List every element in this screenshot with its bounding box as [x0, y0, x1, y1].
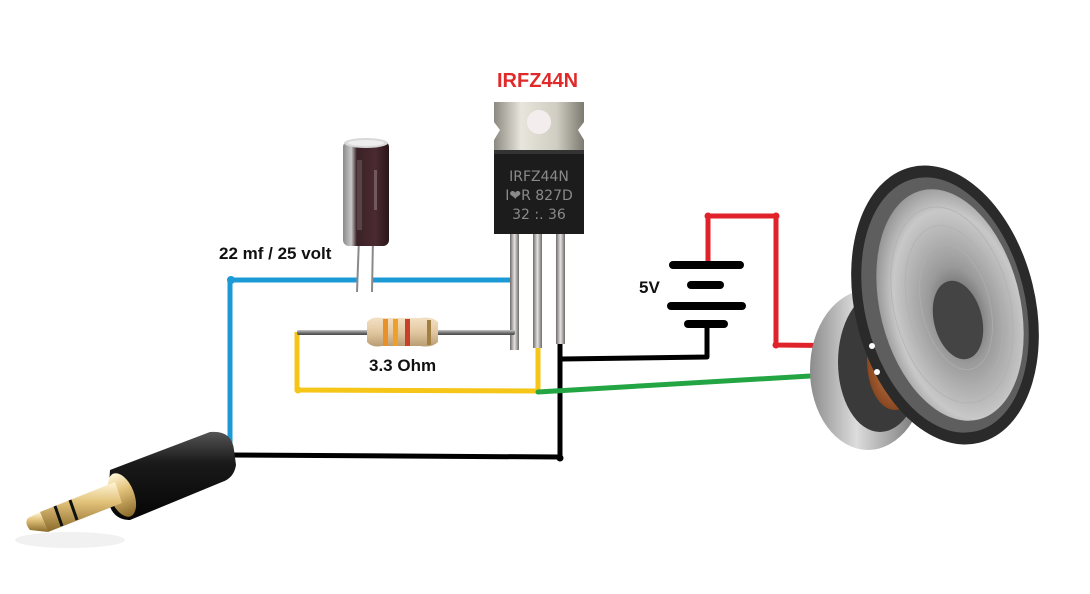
wire-blue — [227, 277, 358, 452]
junction-black — [556, 454, 564, 462]
capacitor-label: 22 mf / 25 volt — [219, 244, 332, 263]
speaker-terminal-positive — [869, 343, 875, 349]
resistor-label: 3.3 Ohm — [369, 356, 437, 375]
mosfet-marking-1: IRFZ44N — [509, 169, 569, 185]
audio-jack — [15, 431, 236, 548]
resistor-band-3 — [405, 319, 410, 346]
wire-yellow — [294, 332, 541, 394]
wire-black-ground — [229, 452, 561, 460]
mosfet-mounting-hole — [527, 110, 551, 134]
battery-symbol — [667, 261, 746, 328]
junction-red-2 — [772, 212, 780, 220]
mosfet-marking-2: I❤R 827D — [505, 188, 573, 204]
junction-yellow — [294, 386, 302, 394]
mosfet-marking-3: 32 :. 36 — [512, 207, 566, 223]
resistor-band-2 — [393, 319, 398, 346]
resistor-band-4 — [427, 320, 431, 345]
mosfet-drain-pin — [533, 232, 542, 348]
capacitor-lead-1 — [356, 237, 360, 293]
capacitor — [343, 138, 389, 293]
mosfet: IRFZ44N I❤R 827D 32 :. 36 — [494, 102, 584, 350]
junction-blue — [227, 276, 235, 284]
speaker-terminal-negative — [874, 369, 880, 375]
speaker — [810, 165, 1039, 450]
wire-black-battery — [561, 324, 710, 362]
junction-red-3 — [772, 341, 780, 349]
mosfet-body — [494, 150, 584, 234]
capacitor-lead-2 — [371, 237, 374, 293]
mosfet-label: IRFZ44N — [497, 70, 579, 92]
jack-tip — [26, 512, 48, 532]
jack-plug — [40, 482, 122, 532]
capacitor-body — [343, 141, 389, 246]
junction-red-1 — [704, 212, 712, 220]
mosfet-gate-pin — [510, 232, 519, 350]
battery-label: 5V — [639, 278, 660, 297]
speaker-dust-cap — [932, 280, 984, 360]
jack-ring-1 — [68, 499, 79, 521]
jack-body — [108, 431, 236, 520]
mosfet-source-pin — [556, 232, 565, 344]
resistor-band-1 — [383, 319, 388, 346]
jack-ring-2 — [53, 505, 64, 527]
resistor — [297, 317, 515, 347]
